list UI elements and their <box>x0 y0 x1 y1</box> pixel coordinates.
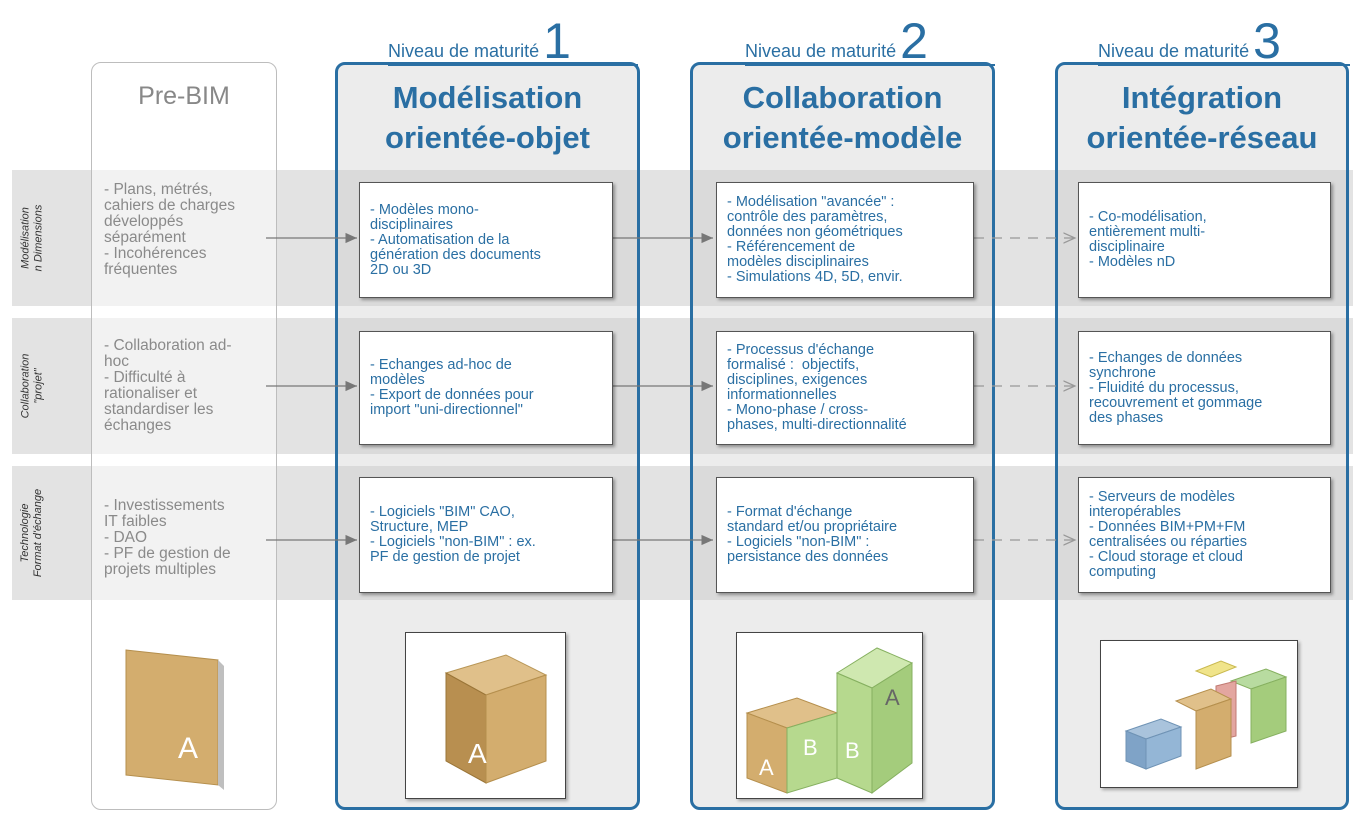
level-1-number: 1 <box>543 13 571 69</box>
pre-bim-cell-modelisation: - Plans, métrés, cahiers de charges déve… <box>104 181 235 278</box>
level-3-cell-modelisation: - Co-modélisation, entièrement multi- di… <box>1078 182 1331 298</box>
level-2-header: Niveau de maturité 2 <box>745 16 995 66</box>
level-1-text: Niveau de maturité <box>388 41 540 61</box>
level-2-cell-technologie: - Format d'échange standard et/ou propri… <box>716 477 974 593</box>
pre-bim-cell-collaboration: - Collaboration ad- hoc - Difficulté à r… <box>104 337 232 434</box>
pre-bim-cell-technologie: - Investissements IT faibles - DAO - PF … <box>104 497 231 578</box>
level-3-number: 3 <box>1253 13 1281 69</box>
level-3-cell-technologie: - Serveurs de modèles interopérables - D… <box>1078 477 1331 593</box>
level-1-header: Niveau de maturité 1 <box>388 16 638 66</box>
level-2-cell-collaboration: - Processus d'échange formalisé : object… <box>716 331 974 445</box>
pre-bim-sheet-letter: A <box>178 732 198 765</box>
level-3-text: Niveau de maturité <box>1098 41 1250 61</box>
level-2-image-box: A B B A <box>736 632 923 799</box>
level-3-image-box <box>1100 640 1298 788</box>
level-3-title: Intégration orientée-réseau <box>1086 80 1318 155</box>
level-2-cell-modelisation: - Modélisation "avancée" : contrôle des … <box>716 182 974 298</box>
cube-illustration: A <box>444 654 548 784</box>
level-3-header: Niveau de maturité 3 <box>1098 16 1350 66</box>
level-1-cell-collaboration: - Echanges ad-hoc de modèles - Export de… <box>359 331 613 445</box>
block-letter-a-right: A <box>885 685 900 710</box>
level-2-number: 2 <box>900 13 928 69</box>
blocks-illustration: A B B A <box>745 647 914 794</box>
cube-letter: A <box>468 738 487 769</box>
level-2-title: Collaboration orientée-modèle <box>722 80 963 155</box>
level-3-cell-collaboration: - Echanges de données synchrone - Fluidi… <box>1078 331 1331 445</box>
level-1-cell-technologie: - Logiciels "BIM" CAO, Structure, MEP - … <box>359 477 613 593</box>
pre-bim-sheet-illustration: A <box>125 649 224 790</box>
level-1-cell-modelisation: - Modèles mono- disciplinaires - Automat… <box>359 182 613 298</box>
block-letter-a-left: A <box>759 755 774 780</box>
interlocked-pieces-illustration <box>1124 660 1288 770</box>
block-letter-b-right: B <box>845 738 860 763</box>
level-1-title: Modélisation orientée-objet <box>385 80 590 155</box>
level-1-image-box: A <box>405 632 566 799</box>
level-2-text: Niveau de maturité <box>745 41 897 61</box>
block-letter-b-left: B <box>803 735 818 760</box>
pre-bim-title: Pre-BIM <box>138 82 230 110</box>
